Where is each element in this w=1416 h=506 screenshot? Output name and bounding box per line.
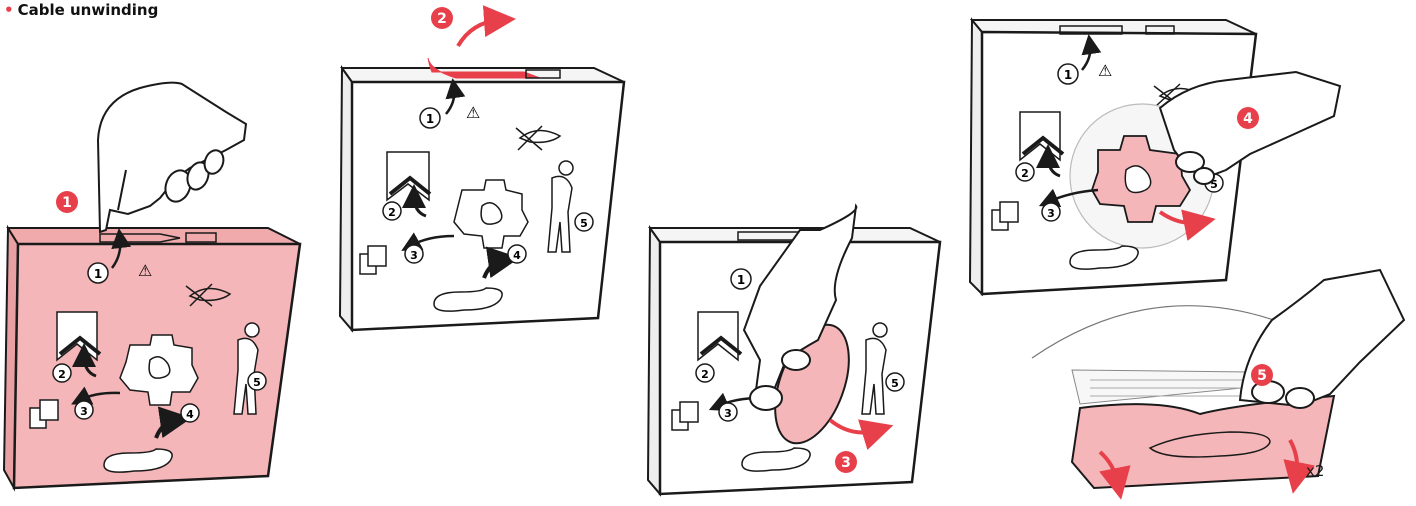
- panel2-label-3: 3: [410, 249, 418, 262]
- box-label-3: 3: [80, 405, 88, 418]
- panel4-label-3: 3: [1047, 207, 1055, 220]
- box-label-2: 2: [58, 368, 66, 381]
- panel-2: 2 1 ⚠ 2 3 4 5: [340, 7, 624, 330]
- box-label-1: 1: [94, 267, 102, 281]
- hand-icon: [1240, 270, 1404, 408]
- step-number-1: 1: [62, 195, 72, 211]
- panel-1: 1 ⚠ 2 3 4 5: [4, 83, 300, 488]
- panel2-label-1: 1: [426, 112, 434, 126]
- panel2-label-2: 2: [388, 206, 396, 219]
- panel-5: x2 5: [1032, 270, 1404, 488]
- multiplier-label: x2: [1306, 462, 1324, 480]
- panel3-label-5: 5: [891, 377, 899, 390]
- step-number-2: 2: [437, 11, 447, 27]
- warning-triangle-icon: ⚠: [466, 103, 480, 122]
- panel3-label-1: 1: [737, 273, 745, 287]
- step-number-5: 5: [1257, 368, 1267, 384]
- panel3-label-2: 2: [701, 368, 709, 381]
- panel-4: 1 ⚠ 2 3 5 4: [970, 20, 1340, 294]
- warning-triangle-icon: ⚠: [138, 261, 152, 280]
- panel-3: 1 2 3 5 3: [648, 206, 940, 494]
- panel4-label-1: 1: [1064, 68, 1072, 82]
- hand-icon: [98, 83, 246, 232]
- panel3-label-3: 3: [724, 407, 732, 420]
- warning-triangle-icon: ⚠: [1098, 61, 1112, 80]
- panel2-label-4: 4: [513, 249, 521, 262]
- step-number-3: 3: [841, 455, 851, 471]
- panel2-label-5: 5: [580, 217, 588, 230]
- box-label-5: 5: [253, 376, 261, 389]
- step-number-4: 4: [1243, 111, 1253, 127]
- panel4-label-2: 2: [1021, 167, 1029, 180]
- box-label-4: 4: [186, 408, 194, 421]
